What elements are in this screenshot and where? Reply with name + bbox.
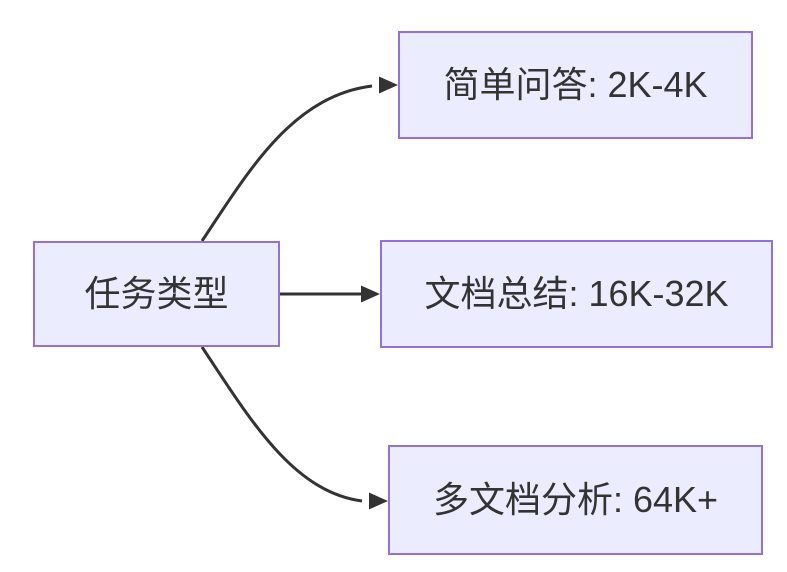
edge-root-to-simple-qa: [200, 76, 398, 242]
node-doc-summary: 文档总结: 16K-32K: [380, 240, 773, 348]
node-simple-qa: 简单问答: 2K-4K: [398, 31, 753, 139]
node-simple-qa-label: 简单问答: 2K-4K: [443, 64, 708, 106]
edge-root-to-multi-doc-analysis: [200, 346, 388, 510]
node-task-type: 任务类型: [33, 241, 280, 347]
node-task-type-label: 任务类型: [84, 273, 229, 315]
node-doc-summary-label: 文档总结: 16K-32K: [424, 273, 729, 315]
edge-root-to-doc-summary: [280, 285, 380, 303]
node-multi-doc-analysis: 多文档分析: 64K+: [388, 445, 763, 555]
node-multi-doc-analysis-label: 多文档分析: 64K+: [432, 479, 719, 521]
